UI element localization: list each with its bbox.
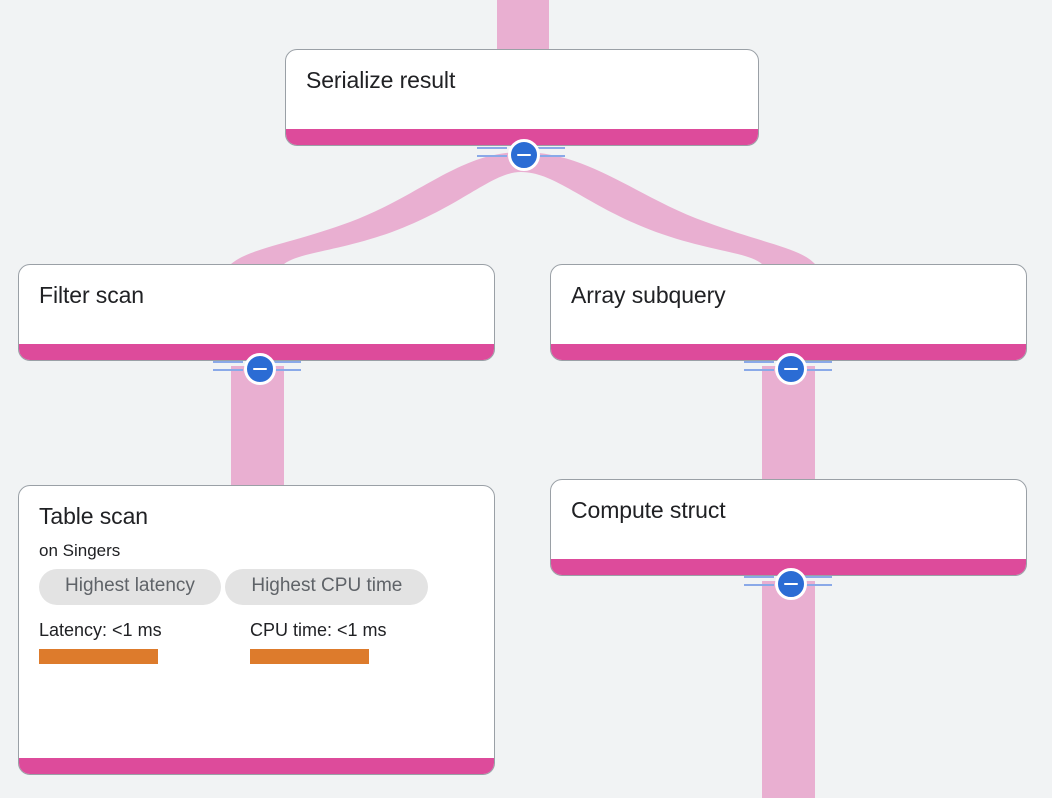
toggle-filter-scan[interactable] [213,351,301,385]
node-serialize-result[interactable]: Serialize result [285,49,759,146]
edge-serialize-result-to-array-subquery [521,152,815,264]
node-compute-struct-body: Compute struct [551,480,1026,559]
node-serialize-result-accent-bar [286,129,758,145]
metric-latency: Latency: <1 ms [39,620,250,664]
metric-latency-label: Latency: <1 ms [39,620,162,641]
metric-cpu-time-bar [250,648,369,664]
minus-icon[interactable] [775,568,807,600]
minus-glyph [517,153,531,157]
node-filter-scan-title: Filter scan [39,282,144,308]
edge-compute-struct-to-below [762,581,815,798]
edge-above-to-serialize-result [497,0,549,50]
chip-highest-cpu-time[interactable]: Highest CPU time [225,569,429,606]
node-array-subquery-title: Array subquery [571,282,726,308]
node-table-scan-subtitle: on Singers [39,540,121,560]
node-table-scan-body: Table scan on Singers Highest latency Hi… [19,486,494,758]
metric-cpu-time: CPU time: <1 ms [250,620,461,664]
node-table-scan-accent-bar [19,758,494,774]
toggle-compute-struct[interactable] [744,566,832,600]
node-serialize-result-body: Serialize result [286,50,758,129]
minus-glyph [784,367,798,371]
node-array-subquery-body: Array subquery [551,265,1026,344]
node-filter-scan-body: Filter scan [19,265,494,344]
node-table-scan-title: Table scan [39,503,148,529]
chip-highest-latency[interactable]: Highest latency [39,569,221,606]
node-compute-struct[interactable]: Compute struct [550,479,1027,576]
metric-cpu-time-label: CPU time: <1 ms [250,620,387,641]
minus-icon[interactable] [508,139,540,171]
edge-serialize-result-to-filter-scan [231,152,521,264]
node-filter-scan-accent-bar [19,344,494,360]
node-table-scan-metrics: Latency: <1 ms CPU time: <1 ms [39,620,474,664]
minus-glyph [253,367,267,371]
toggle-serialize-result[interactable] [477,137,565,171]
node-compute-struct-title: Compute struct [571,497,726,523]
minus-icon[interactable] [775,353,807,385]
node-array-subquery-accent-bar [551,344,1026,360]
minus-glyph [784,582,798,586]
node-filter-scan[interactable]: Filter scan [18,264,495,361]
node-serialize-result-title: Serialize result [306,67,456,93]
node-compute-struct-accent-bar [551,559,1026,575]
node-array-subquery[interactable]: Array subquery [550,264,1027,361]
minus-icon[interactable] [244,353,276,385]
node-table-scan-chips: Highest latency Highest CPU time [39,569,474,612]
node-table-scan[interactable]: Table scan on Singers Highest latency Hi… [18,485,495,775]
metric-latency-bar [39,648,158,664]
toggle-array-subquery[interactable] [744,351,832,385]
